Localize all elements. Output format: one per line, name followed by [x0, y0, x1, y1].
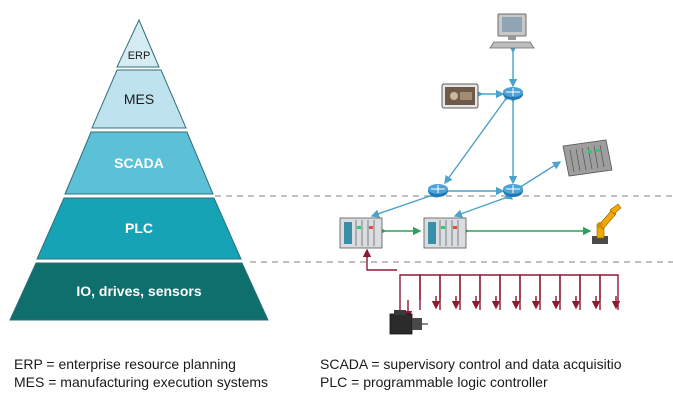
ethernet-links [370, 45, 562, 218]
pyramid-label-mes: MES [124, 91, 154, 107]
legend-right: SCADA = supervisory control and data acq… [320, 355, 673, 391]
plc-controller-icon [423, 217, 467, 249]
pyramid-level-plc [36, 197, 242, 260]
pyramid-label-io: IO, drives, sensors [76, 283, 201, 299]
legend-scada: SCADA = supervisory control and data acq… [320, 356, 622, 372]
pyramid-level-erp [116, 18, 160, 68]
servo-motor-icon [389, 310, 428, 335]
legend-mes: MES = manufacturing execution systems [14, 374, 269, 390]
pyramid-label-scada: SCADA [114, 155, 164, 171]
pyramid: ERP MES SCADA PLC IO, drives, sensors [9, 18, 269, 321]
server-rack-icon [562, 139, 613, 177]
pyramid-label-erp: ERP [128, 50, 151, 62]
io-wiring [362, 248, 621, 320]
router-icon [428, 184, 448, 197]
robot-arm-icon [592, 203, 622, 244]
legend-left: ERP = enterprise resource planning MES =… [14, 355, 314, 391]
pyramid-label-plc: PLC [125, 220, 153, 236]
pyramid-level-scada [64, 131, 214, 195]
desktop-computer-icon [489, 13, 535, 49]
plc-controller-icon [339, 217, 383, 249]
pyramid-level-mes [91, 69, 187, 129]
router-icon [503, 184, 523, 197]
video-camera-icon [441, 83, 479, 109]
legend-plc: PLC = programmable logic controller [320, 374, 548, 390]
legend-erp: ERP = enterprise resource planning [14, 356, 236, 372]
router-icon [503, 87, 523, 100]
pyramid-level-io [9, 262, 269, 321]
